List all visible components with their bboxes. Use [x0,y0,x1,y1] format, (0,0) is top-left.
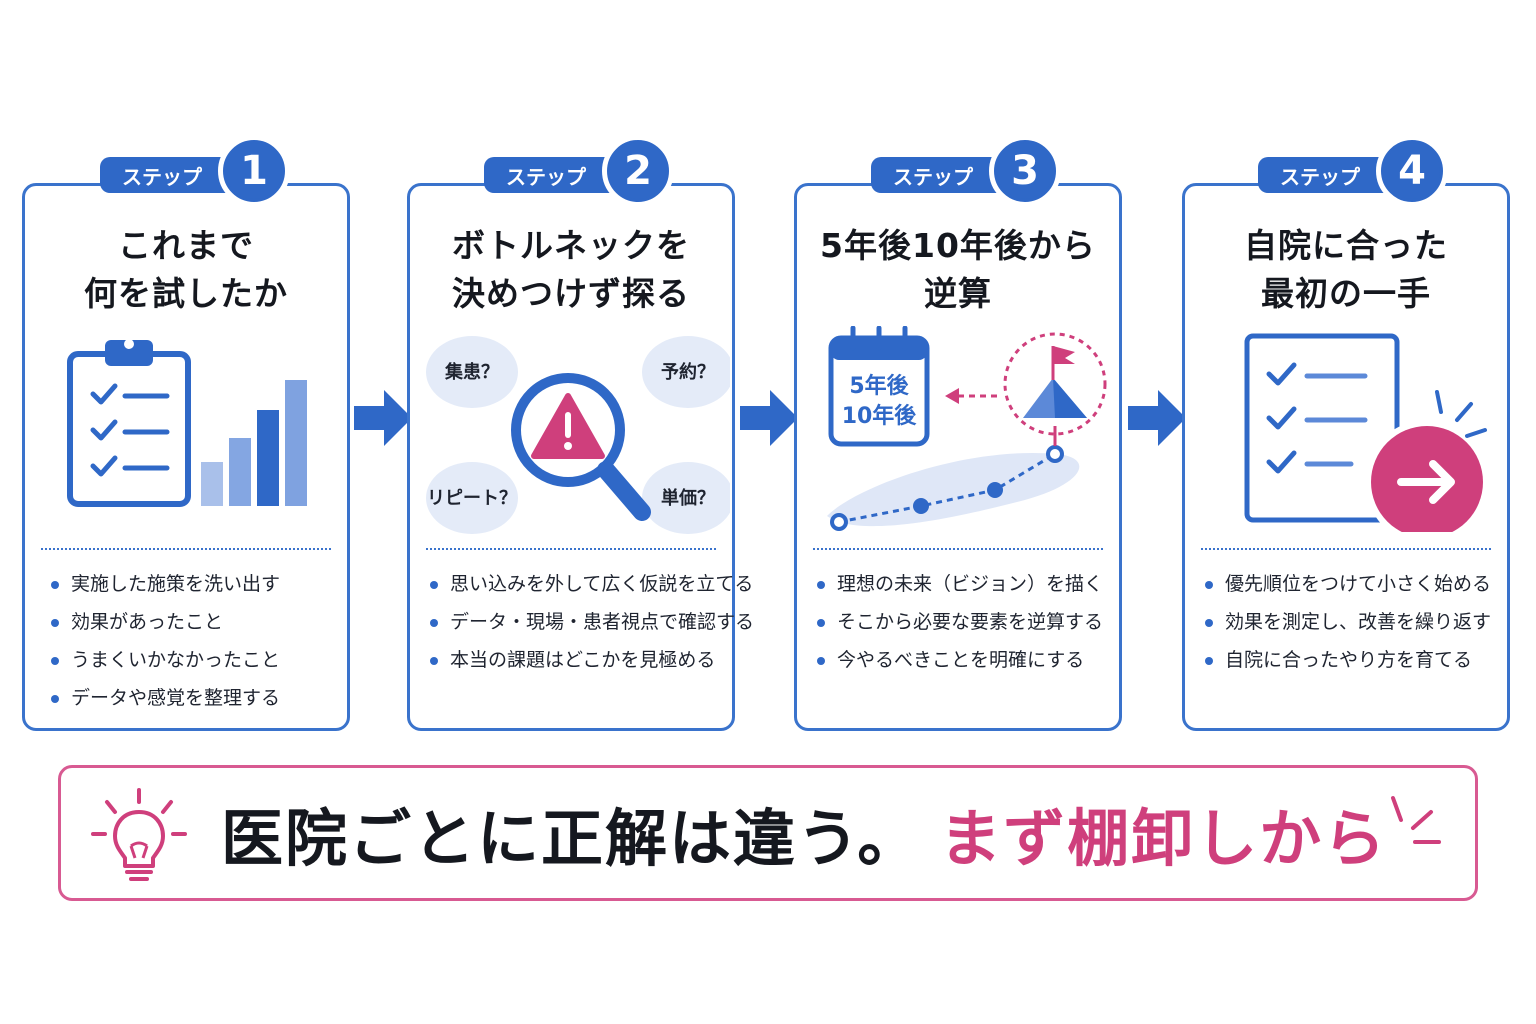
calendar-label: 5年後 10年後 [841,374,917,429]
step-2-card: ボトルネックを 決めつけず探る 集患？ 予約？ リピート？ 単価？ 思い込みを外… [407,183,754,731]
banner-message: 医院ごとに正解は違う。 まず棚卸しから [221,768,1387,898]
arrow-right-icon [354,390,412,446]
list-item: データや感覚を整理する [51,686,337,710]
step-4-title: 自院に合った 最初の一手 [1244,226,1448,313]
banner-accent-text: まず棚卸しから [939,802,1388,875]
step-3-badge: ステップ 3 [871,135,1071,207]
arrow-right-icon [1128,390,1186,446]
step-4-badge: ステップ 4 [1258,135,1458,207]
magnifier-warning-icon [426,336,730,534]
step-3-card: 5年後10年後から 逆算 5年後 10年後 理想の未来（ビジョン）を描く そこか… [794,183,1122,731]
list-item: 今やるべきことを明確にする [817,648,1109,672]
list-item: 本当の課題はどこかを見極める [430,648,722,672]
step-2-title: ボトルネックを 決めつけず探る [452,226,690,313]
step-1-card: これまで 何を試したか 実施した施策を洗い出す 効果があったこと うまくいかなか… [22,183,350,731]
step-1-title: これまで 何を試したか [84,226,288,313]
step-number: 4 [1376,135,1448,207]
step-1-bullets: 実施した施策を洗い出す 効果があったこと うまくいかなかったこと データや感覚を… [51,572,337,724]
step-4-card: 自院に合った 最初の一手 優先順位をつけて小さく始める 効果を測定し、改善を繰り… [1182,183,1510,731]
step-number: 1 [218,135,290,207]
list-item: 効果があったこと [51,610,337,634]
bubble-label: リピート？ [427,488,517,509]
step-number: 3 [989,135,1061,207]
message-banner: 医院ごとに正解は違う。 まず棚卸しから [58,765,1478,901]
list-item: データ・現場・患者視点で確認する [430,610,754,634]
step-4-divider [1201,548,1491,550]
step-number: 2 [602,135,674,207]
clipboard-chart-icon [67,339,307,507]
banner-main-text: 医院ごとに正解は違う。 [221,802,922,875]
list-item: 優先順位をつけて小さく始める [1205,572,1497,596]
step-3-bullets: 理想の未来（ビジョン）を描く そこから必要な要素を逆算する 今やるべきことを明確… [817,572,1109,686]
list-item: 効果を測定し、改善を繰り返す [1205,610,1497,634]
lightbulb-icon [91,788,187,881]
step-3-title: 5年後10年後から 逆算 [820,226,1096,313]
bubble-label: 単価？ [661,488,715,509]
list-item: そこから必要な要素を逆算する [817,610,1109,634]
list-item: うまくいかなかったこと [51,648,337,672]
list-item: 思い込みを外して広く仮説を立てる [430,572,753,596]
step-1-divider [41,548,331,550]
step-3-divider [813,548,1103,550]
step-1-badge: ステップ 1 [100,135,300,207]
arrow-right-icon [740,390,798,446]
list-item: 実施した施策を洗い出す [51,572,337,596]
list-item: 自院に合ったやり方を育てる [1205,648,1497,672]
sparkle-lines-icon [1391,796,1441,844]
step-4-bullets: 優先順位をつけて小さく始める 効果を測定し、改善を繰り返す 自院に合ったやり方を… [1205,572,1497,686]
bubble-label: 集患？ [445,362,499,383]
list-item: 理想の未来（ビジョン）を描く [817,572,1109,596]
step-2-divider [426,548,716,550]
step-2-bullets: 思い込みを外して広く仮説を立てる データ・現場・患者視点で確認する 本当の課題は… [430,572,754,686]
checklist-next-icon [1244,333,1489,532]
step-2-badge: ステップ 2 [484,135,684,207]
bubble-label: 予約？ [661,362,715,383]
step-badge-label: ステップ [100,157,250,193]
roadmap-flag-icon [827,326,1107,531]
